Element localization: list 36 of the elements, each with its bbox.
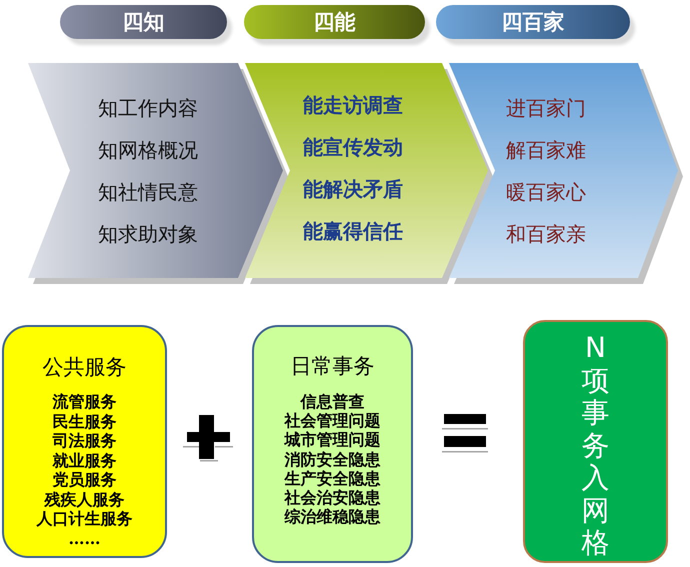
list-item: 城市管理问题 [284,430,380,450]
list-item: 民生服务 [52,412,116,431]
rounded-box [252,325,413,563]
list-item: 能赢得信任 [303,218,403,245]
list-item: 知工作内容 [98,95,198,122]
list-item: 能解决矛盾 [303,176,403,203]
list-item: 社会治安隐患 [284,488,380,508]
list-item: …… [68,528,100,548]
list-item: 生产安全隐患 [284,468,380,488]
list-item: 暖百家心 [506,179,586,206]
list-item: 能走访调查 [303,92,403,119]
list-item: 进百家门 [506,95,586,122]
rounded-box [2,325,167,558]
list-item: 能宣传发动 [303,134,403,161]
list-item: 人口计生服务 [36,509,132,528]
list-item: 流管服务 [52,392,116,412]
vertical-text: N项事务入网格 [580,332,610,560]
list-item: 司法服务 [52,431,116,450]
list-item: 解百家难 [506,137,586,164]
header-pill: 四知 [60,5,227,39]
list-item: 党员服务 [52,470,116,490]
header-pill: 四能 [244,5,425,39]
list-item: 综治维稳隐患 [284,507,380,526]
list-item: 知求助对象 [98,221,198,248]
list-item: 和百家亲 [506,221,586,248]
list-item: 残疾人服务 [44,490,124,509]
list-item: 知网格概况 [98,137,198,164]
list-item: 就业服务 [52,450,116,470]
list-item: 知社情民意 [98,179,198,206]
box-title: 公共服务 [42,354,126,381]
list-item: 消防安全隐患 [284,450,380,469]
rounded-box [523,320,668,563]
list-item: 信息普查 [300,392,364,412]
header-pill: 四百家 [436,5,630,39]
box-title: 日常事务 [290,353,374,380]
list-item: 社会管理问题 [284,411,380,430]
